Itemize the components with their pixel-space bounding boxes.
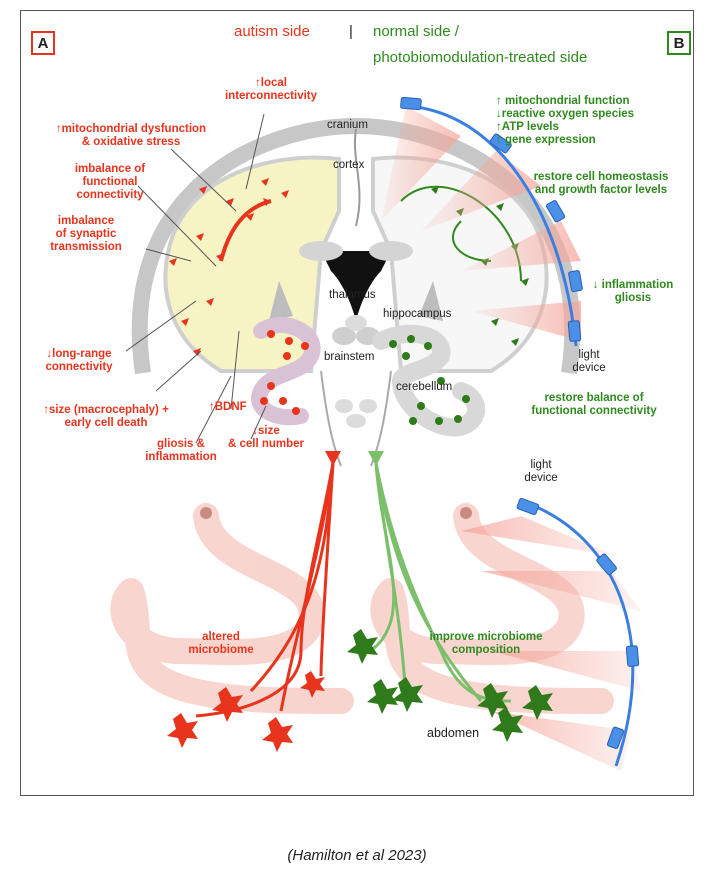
top-light-device-arc — [405, 104, 578, 347]
mitochondrial-function-label: ↑ mitochondrial function ↓reactive oxyge… — [496, 95, 635, 146]
red-microbes — [167, 671, 325, 752]
cell-number-label: ↓size & cell number — [227, 425, 305, 450]
hippocampus-label: hippocampus — [383, 308, 452, 320]
abdomen-label: abdomen — [427, 726, 480, 740]
mitochondrial-dysfunction-label: ↑mitochondrial dysfunction & oxidative s… — [55, 123, 207, 148]
bottom-light-beams — [461, 516, 641, 771]
green-microbes — [347, 629, 553, 742]
brainstem-label: brainstem — [324, 351, 375, 363]
normal-side-header-line2: photobiomodulation-treated side — [373, 49, 588, 66]
top-light-beams — [381, 106, 581, 341]
synaptic-transmission-label: imbalance of synaptic transmission — [50, 215, 122, 253]
panel-label-a: A — [31, 31, 55, 55]
altered-microbiome-label: altered microbiome — [188, 631, 254, 656]
light-device-bottom-label: light device — [524, 459, 558, 484]
midline — [353, 128, 361, 227]
improve-microbiome-label: improve microbiome composition — [429, 631, 543, 656]
ventricle — [321, 251, 391, 321]
gliosis-inflammation-label: gliosis & inflammation — [145, 438, 217, 463]
long-range-connectivity-label: ↓long-range connectivity — [45, 348, 113, 373]
inflammation-gliosis-label: ↓ inflammation gliosis — [592, 279, 674, 304]
macrocephaly-label: ↑size (macrocephaly) + early cell death — [43, 404, 169, 429]
cortex-label: cortex — [333, 159, 365, 171]
panel-label-b: B — [667, 31, 691, 55]
bdnf-label: ↑BDNF — [209, 401, 247, 413]
abdomen-organs — [110, 503, 614, 714]
autism-side-header: autism side — [234, 23, 310, 40]
citation: (Hamilton et al 2023) — [287, 847, 427, 864]
cerebellum-label: cerebellum — [396, 381, 453, 393]
bottom-light-device-pads — [516, 497, 640, 750]
figure-frame: autism side | normal side / photobiomodu… — [20, 10, 694, 796]
thalamus-label: thalamus — [329, 289, 376, 301]
bottom-light-device-arc — [520, 499, 635, 767]
restore-balance-label: restore balance of functional connectivi… — [531, 392, 657, 417]
local-interconnectivity-label: ↑local interconnectivity — [224, 77, 318, 102]
functional-connectivity-label: imbalance of functional connectivity — [74, 163, 146, 201]
normal-side-header-line1: normal side / — [373, 23, 459, 40]
cell-homeostasis-label: restore cell homeostasis and growth fact… — [533, 171, 669, 196]
header-divider: | — [349, 23, 353, 40]
left-cortex — [163, 155, 341, 373]
red-gut-brain-path — [195, 462, 335, 718]
cranium-label: cranium — [327, 119, 368, 131]
diagram-canvas — [110, 96, 641, 771]
top-light-device-pads — [400, 96, 583, 342]
light-device-top-label: light device — [572, 349, 606, 374]
